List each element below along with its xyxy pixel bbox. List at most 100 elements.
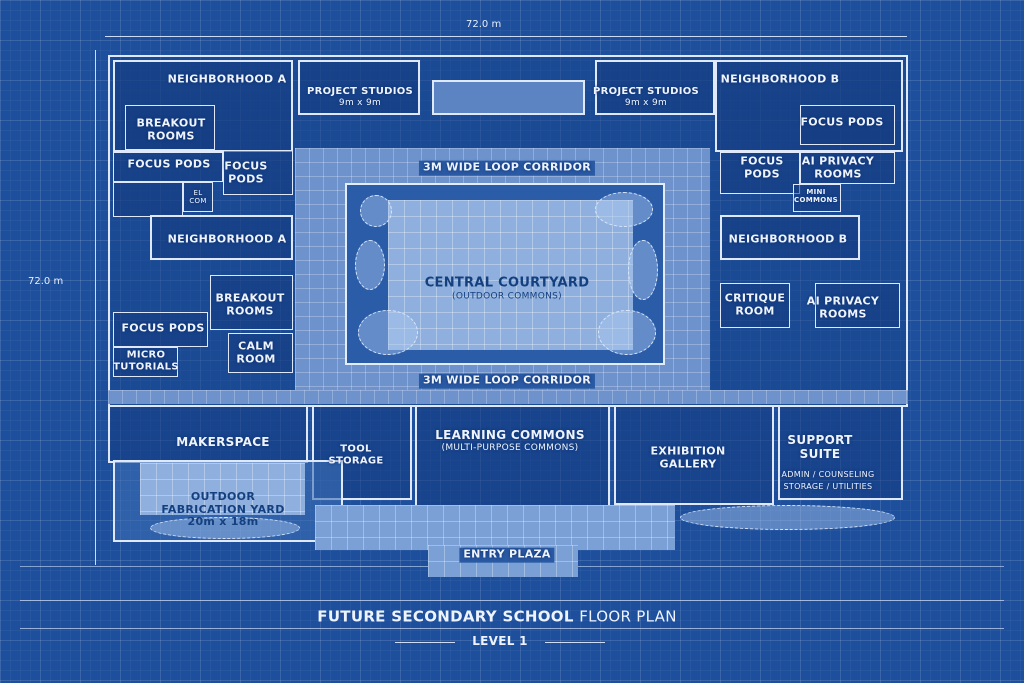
focus-pods-a1 [113, 152, 223, 182]
critique-room [720, 283, 790, 328]
corridor-top-label: 3M WIDE LOOP CORRIDOR [418, 160, 596, 176]
focus-pods-b1-label: FOCUS PODS [800, 115, 884, 129]
focus-pods-a3 [113, 312, 208, 347]
level-label: LEVEL 1 [472, 634, 528, 649]
label-line: COM [189, 197, 207, 205]
label-line: ROOM [735, 304, 775, 317]
project-studios-right [595, 60, 715, 115]
tree-icon [355, 240, 385, 290]
label-line: 9m x 9m [338, 97, 382, 108]
focus-pods-a1-label: FOCUS PODS [127, 157, 211, 171]
tree-icon [360, 195, 392, 227]
tree-icon [628, 240, 658, 300]
corridor-bottom-label: 3M WIDE LOOP CORRIDOR [418, 373, 596, 389]
neighborhood-b-top-label: NEIGHBORHOOD B [720, 72, 840, 86]
focus-pods-b2 [720, 152, 800, 194]
utility-block [113, 182, 183, 217]
label-line: TOOL [340, 443, 372, 455]
width-dimension-line [105, 36, 907, 37]
label-line: SUITE [799, 447, 841, 461]
exhibition-gallery [614, 405, 774, 505]
plan-title: FUTURE SECONDARY SCHOOL FLOOR PLAN [317, 608, 676, 625]
support-suite [778, 405, 903, 500]
south-corridor [108, 390, 908, 404]
ai-privacy-rooms-top [800, 152, 895, 184]
title-rule-bottom [20, 628, 1004, 629]
makerspace-label: MAKERSPACE [176, 435, 270, 450]
entry-plaza [315, 505, 675, 550]
ai-privacy-rooms-mid [815, 283, 900, 328]
fabrication-yard [140, 463, 305, 515]
label-line: OUTDOOR [190, 490, 256, 504]
neighborhood-a-mid-label: NEIGHBORHOOD A [167, 232, 287, 246]
label-line: BREAKOUT [136, 116, 206, 130]
level-rule-right [545, 642, 605, 643]
label-line: SUPPORT [787, 433, 853, 448]
label-line: GALLERY [659, 457, 717, 470]
label-line: BREAKOUT [215, 291, 285, 305]
entry-plaza-label: ENTRY PLAZA [459, 547, 555, 563]
label-line: ROOMS [147, 129, 195, 142]
title-rule-top [20, 600, 1004, 601]
label-line: ADMIN / COUNSELING [781, 470, 875, 479]
label-line: TUTORIALS [113, 361, 179, 372]
label-line: ROOM [236, 352, 276, 365]
neighborhood-b-mid-label: NEIGHBORHOOD B [728, 232, 848, 246]
label-line: ROOMS [814, 167, 862, 180]
calm-room [228, 333, 293, 373]
breakout-rooms-top [125, 105, 215, 150]
tree-icon [598, 310, 656, 355]
north-terrace [432, 80, 585, 115]
focus-pods-a3-label: FOCUS PODS [121, 321, 205, 335]
label-line: LEARNING COMMONS [435, 427, 585, 442]
label-line: (OUTDOOR COMMONS) [452, 291, 562, 302]
tree-icon [595, 192, 653, 227]
breakout-rooms-mid [210, 275, 293, 330]
label-line: CALM [238, 339, 274, 353]
neighborhood-a-mid-zone [150, 215, 293, 260]
shrubs-icon [150, 517, 300, 539]
level-rule-left [395, 642, 455, 643]
elec-com-room [183, 182, 213, 212]
label-line: AI PRIVACY [806, 294, 880, 308]
label-line: PODS [228, 172, 264, 185]
neighborhood-a-top-label: NEIGHBORHOOD A [167, 72, 287, 86]
label-line: (MULTI-PURPOSE COMMONS) [441, 442, 579, 453]
tree-icon [358, 310, 418, 355]
label-line: EL [193, 188, 203, 197]
neighborhood-b-mid-zone [720, 215, 860, 260]
plan-title-bold: FUTURE SECONDARY SCHOOL [317, 607, 574, 626]
learning-commons [415, 405, 610, 515]
courtyard-label: CENTRAL COURTYARD(OUTDOOR COMMONS) [424, 275, 590, 302]
focus-pods-b1 [800, 105, 895, 145]
label-line: 9m x 9m [624, 97, 668, 108]
mini-commons [793, 184, 841, 212]
label-line: FOCUS [740, 154, 784, 168]
label-line: 20m x 18m [187, 515, 259, 529]
width-dimension-label: 72.0 m [466, 19, 502, 30]
plan-title-regular: FLOOR PLAN [579, 607, 677, 626]
label-line: FABRICATION YARD [161, 502, 285, 516]
label-line: CENTRAL COURTYARD [424, 275, 590, 291]
label-line: MINI [806, 187, 826, 196]
shrubs-icon [680, 505, 895, 530]
height-dimension-line [95, 50, 96, 565]
label-line: FOCUS [224, 159, 268, 173]
label-line: ROOMS [819, 307, 867, 320]
